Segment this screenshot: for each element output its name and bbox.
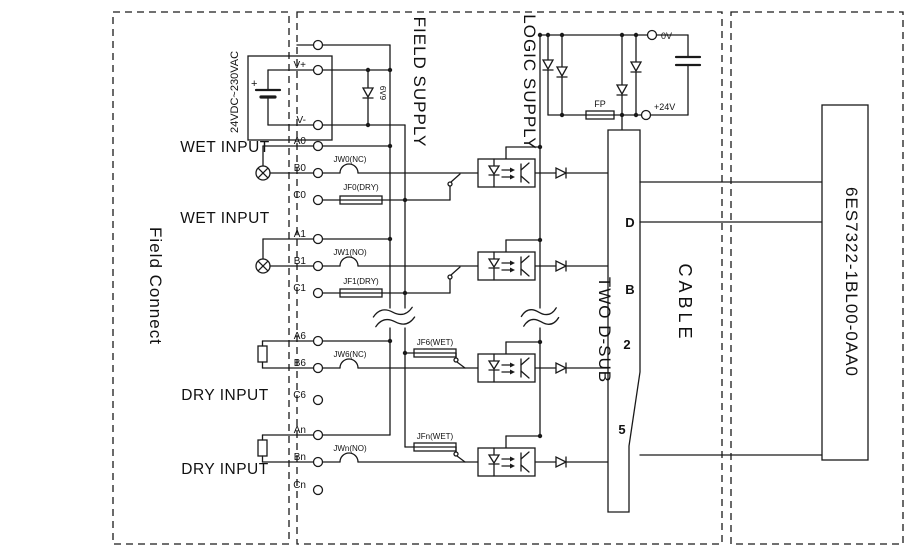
logic-supply-label: LOGIC SUPPLY	[520, 14, 539, 149]
module-part-number: 6ES7322-1BL00-0AA0	[842, 187, 861, 377]
terminal-top	[312, 39, 324, 51]
terminal-an	[312, 429, 324, 441]
jumper-jw0	[321, 163, 479, 174]
terminal-label-b1: B1	[294, 256, 307, 267]
optocoupler-icon	[477, 433, 609, 477]
optocoupler-icon	[477, 339, 609, 383]
terminal-label-c0: C0	[293, 190, 306, 201]
dsub-pin-b: B	[625, 282, 634, 297]
terminal-b6	[312, 362, 324, 374]
fuse-fp-label: FP	[594, 99, 606, 109]
input-group-0	[255, 144, 609, 205]
fuse-jf6-icon	[413, 348, 457, 358]
field-connect-label: Field Connect	[146, 227, 165, 345]
terminal-label-c1: C1	[293, 283, 306, 294]
suppressor-diode-icon	[556, 66, 568, 78]
module-circuit-box	[296, 11, 723, 545]
component-label-jf0: JF0(DRY)	[343, 183, 379, 192]
wet-input-label-1: WET INPUT	[180, 139, 269, 156]
terminal-b1	[312, 260, 324, 272]
terminal-c0	[312, 194, 324, 206]
terminal-a1	[312, 233, 324, 245]
dsub-pin-d: D	[625, 215, 634, 230]
terminal-cn	[312, 484, 324, 496]
dsub-pin-5: 5	[618, 422, 625, 437]
dsub-shell	[607, 129, 641, 513]
component-label-jwn: JWn(NO)	[333, 444, 367, 453]
zener-diode-icon	[362, 87, 374, 99]
component-label-jw0: JW0(NC)	[334, 155, 367, 164]
terminal-label-b0: B0	[294, 163, 307, 174]
fuse-jf0-icon	[339, 195, 383, 205]
terminal-label-cn: Cn	[293, 480, 306, 491]
terminal-b0	[312, 167, 324, 179]
field-connect-box	[112, 11, 290, 545]
diagram-texts: Field Connect FIELD SUPPLY LOGIC SUPPLY …	[146, 14, 861, 491]
vminus-label: V-	[297, 115, 306, 126]
wire-break-field	[372, 306, 416, 328]
terminal-vminus	[312, 119, 324, 131]
jumper-jw1	[321, 256, 479, 267]
terminal-label-bn: Bn	[294, 452, 306, 463]
field-supply-label: FIELD SUPPLY	[410, 17, 429, 148]
dry-input-label-1: DRY INPUT	[181, 387, 269, 404]
supply-box	[247, 55, 333, 141]
optocoupler-icon	[477, 237, 609, 281]
input-group-1	[255, 237, 609, 298]
component-label-jfn: JFn(WET)	[417, 432, 454, 441]
junction-dots	[365, 32, 639, 356]
terminal-a6	[312, 335, 324, 347]
series-diode-icon	[616, 84, 628, 96]
terminal-c1	[312, 287, 324, 299]
terminal-label-a0: A0	[294, 136, 307, 147]
component-label-jf6: JF6(WET)	[417, 338, 454, 347]
component-label-jf1: JF1(DRY)	[343, 277, 379, 286]
dsub-pin-2: 2	[623, 337, 630, 352]
component-label-jw1: JW1(NO)	[333, 248, 367, 257]
cable-and-module	[639, 104, 869, 461]
terminal-c6	[312, 394, 324, 406]
terminal-24v	[640, 109, 652, 121]
zero-volt-label: 0V	[661, 31, 672, 41]
field-supply-buses	[296, 44, 406, 448]
logic-supply-circuit	[539, 34, 702, 437]
input-group-n	[257, 433, 609, 477]
module-block	[821, 104, 869, 461]
field-supply-source	[247, 55, 333, 141]
section-boundaries	[112, 11, 904, 545]
optocoupler-icon	[477, 144, 609, 188]
two-dsub-label: TWO D-SUB	[595, 277, 614, 383]
terminal-label-a1: A1	[294, 229, 307, 240]
terminal-label-c6: C6	[293, 390, 306, 401]
select-contact-icon	[453, 352, 466, 369]
component-label-jw6: JW6(NC)	[334, 350, 367, 359]
terminal-label-a6: A6	[294, 331, 307, 342]
battery-plus-sign: +	[251, 78, 257, 90]
fuse-jfn-icon	[413, 442, 457, 452]
select-contact-icon	[453, 446, 466, 463]
cable-label: CABLE	[675, 263, 695, 342]
terminal-a0	[312, 140, 324, 152]
terminal-0v	[646, 29, 658, 41]
terminal-label-b6: B6	[294, 358, 307, 369]
fuse-jf1-icon	[339, 288, 383, 298]
terminal-bn	[312, 456, 324, 468]
vplus-label: V+	[293, 60, 306, 71]
terminal-label-an: An	[294, 425, 306, 436]
cable-box	[730, 11, 904, 545]
wet-input-label-2: WET INPUT	[180, 210, 269, 227]
suppressor-diode-icon	[542, 59, 554, 71]
select-contact-icon	[447, 173, 461, 201]
zener-value-label: 6V9	[378, 86, 387, 101]
terminal-vplus	[312, 64, 324, 76]
supply-range-label: 24VDC~230VAC	[229, 51, 241, 133]
select-contact-icon	[447, 266, 461, 294]
dsub-connector: D B 2 5	[607, 129, 641, 513]
plus24v-label: +24V	[654, 102, 675, 112]
terminal-points	[312, 29, 658, 496]
dry-input-label-2: DRY INPUT	[181, 461, 269, 478]
wire-break-logic	[520, 307, 560, 327]
series-diode-icon	[630, 61, 642, 73]
